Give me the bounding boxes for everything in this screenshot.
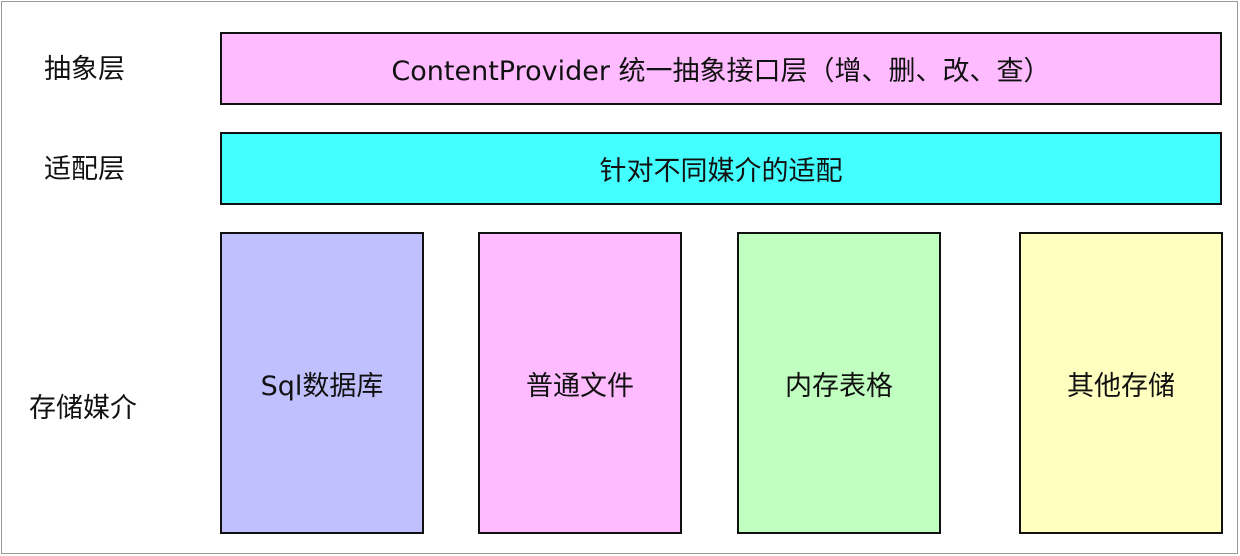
layer-label-adapter: 适配层: [44, 154, 125, 185]
abstract-layer-text: ContentProvider 统一抽象接口层（增、删、改、查）: [391, 56, 1051, 87]
storage-label-other: 其他存储: [1067, 370, 1175, 402]
storage-box-file: 普通文件: [478, 232, 682, 534]
adapter-layer-box: 针对不同媒介的适配: [220, 132, 1222, 205]
storage-box-memory: 内存表格: [737, 232, 941, 534]
storage-label-memory: 内存表格: [785, 370, 893, 402]
storage-box-other: 其他存储: [1019, 232, 1223, 534]
layer-label-storage: 存储媒介: [29, 393, 137, 424]
layer-label-abstract: 抽象层: [44, 54, 125, 85]
storage-box-sql: Sql数据库: [220, 232, 424, 534]
abstract-layer-box: ContentProvider 统一抽象接口层（增、删、改、查）: [220, 32, 1222, 105]
storage-label-sql: Sql数据库: [260, 370, 384, 402]
storage-label-file: 普通文件: [526, 370, 634, 402]
adapter-layer-text: 针对不同媒介的适配: [599, 156, 843, 187]
